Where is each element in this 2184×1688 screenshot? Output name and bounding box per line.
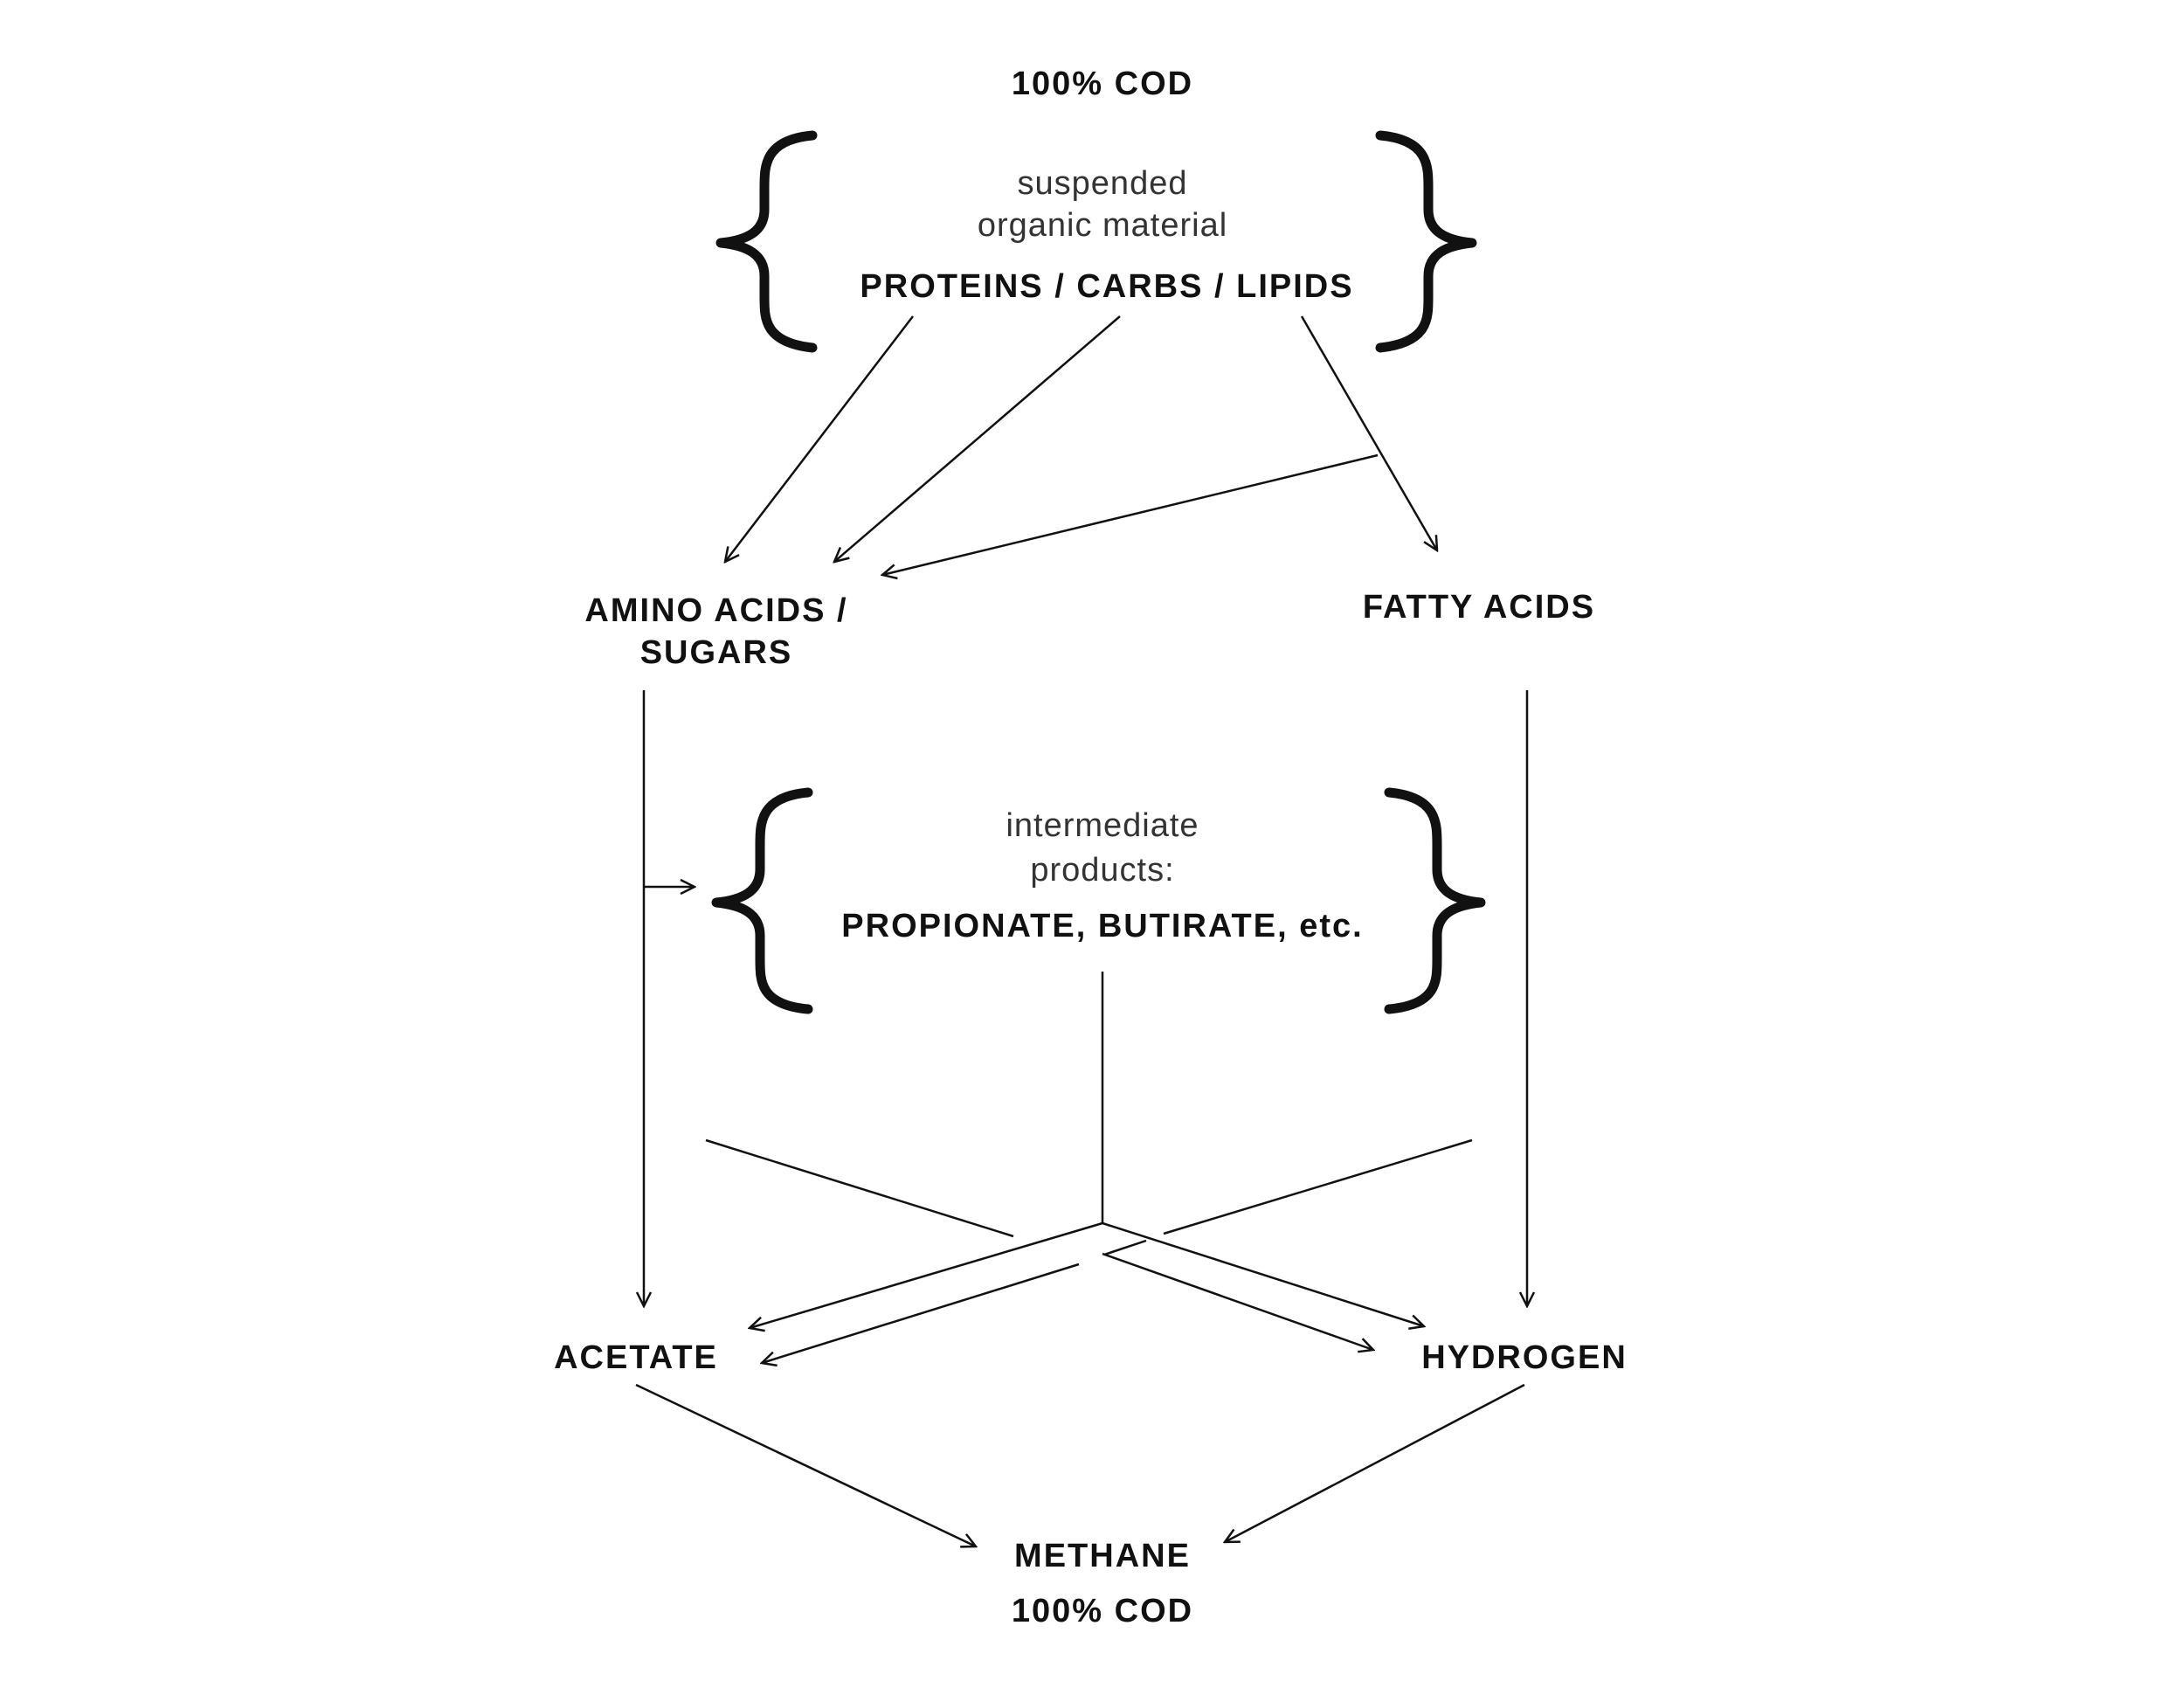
edge-hydrogen-to-methane (1225, 1383, 1525, 1542)
edge-acetate-to-methane (635, 1383, 976, 1546)
intermediate-left-brace (711, 787, 813, 1014)
amino-acids-label-line2: SUGARS (640, 634, 793, 671)
edge-amino-cross-to-hydrogen (1102, 1252, 1373, 1350)
suspended-label-line1: suspended (1018, 165, 1188, 202)
bottom-cod-label: 100% COD (1012, 1593, 1193, 1629)
intermediate-label-line1: intermediate (1006, 807, 1199, 844)
intermediate-label-line2: products: (1030, 852, 1174, 889)
edge-intermediate-to-acetate (750, 1221, 1103, 1328)
top-cod-label: 100% COD (1012, 66, 1193, 102)
intermediate-products-label: PROPIONATE, BUTIRATE, etc. (841, 908, 1363, 944)
edge-amino-cross-segment1 (705, 1138, 1014, 1238)
fatty-acids-label: FATTY ACIDS (1363, 589, 1595, 626)
amino-acids-label-line1: AMINO ACIDS / (584, 592, 847, 629)
methane-label: METHANE (1014, 1538, 1191, 1574)
suspended-label-line2: organic material (978, 207, 1227, 244)
edge-fatty-cross-segment2 (1103, 1239, 1147, 1256)
edge-lipids-branch-to-amino (882, 453, 1379, 575)
edge-intermediate-to-hydrogen (1102, 1221, 1424, 1326)
edge-carbs-to-amino (834, 315, 1121, 562)
intermediate-right-brace (1384, 787, 1486, 1014)
polymers-label: PROTEINS / CARBS / LIPIDS (860, 268, 1353, 305)
hydrogen-label: HYDROGEN (1421, 1339, 1628, 1376)
edge-fatty-cross-segment1 (1163, 1138, 1473, 1235)
suspended-right-brace (1375, 130, 1477, 353)
edge-fatty-cross-to-acetate (762, 1263, 1080, 1363)
acetate-label: ACETATE (554, 1339, 718, 1376)
suspended-left-brace (715, 130, 818, 353)
edge-lipids-to-fatty (1300, 315, 1437, 550)
edge-proteins-to-amino (725, 315, 914, 562)
